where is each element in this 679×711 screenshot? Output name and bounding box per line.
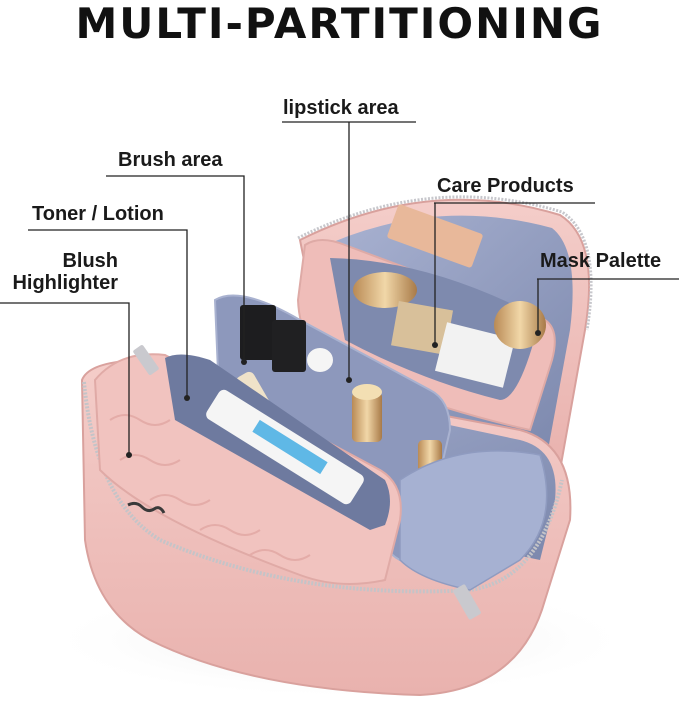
callout-blush-line2: Highlighter — [12, 272, 118, 294]
item-lipstick-cap-2 — [352, 384, 382, 400]
body-zipper — [82, 381, 564, 594]
callout-blush-line1: Blush — [62, 250, 118, 272]
leader-lines — [0, 121, 679, 455]
callout-care-products: Care Products — [437, 175, 574, 197]
leader-dots — [126, 330, 541, 458]
zipper-pull-main — [453, 584, 481, 620]
item-compact — [353, 272, 417, 308]
brand-logo — [127, 501, 166, 514]
quilt-pattern — [109, 414, 311, 561]
right-flap — [399, 450, 548, 591]
item-white-box — [434, 322, 516, 388]
callout-lipstick-area: lipstick area — [283, 97, 399, 119]
lid-zipper — [297, 195, 593, 331]
leader-toner — [28, 229, 188, 398]
item-black-bottle-1 — [240, 305, 276, 360]
leader-blush — [0, 302, 130, 455]
item-perfume — [391, 300, 454, 355]
item-lipstick-1 — [352, 392, 382, 442]
item-lipstick-cap-1 — [307, 348, 333, 372]
zipper-pull-front — [133, 345, 159, 375]
callout-toner-lotion: Toner / Lotion — [32, 203, 164, 225]
callout-blush-highlighter: Blush Highlighter — [0, 250, 118, 294]
item-mask-jar — [494, 301, 546, 349]
callout-brush-area: Brush area — [118, 149, 223, 171]
item-black-bottle-2 — [272, 320, 306, 372]
callout-mask-palette: Mask Palette — [540, 250, 662, 272]
headline-title: MULTI-PARTITIONING — [75, 0, 604, 48]
item-lotion-stripe — [252, 419, 328, 475]
leader-brush — [106, 175, 245, 362]
front-pouch — [93, 353, 402, 585]
